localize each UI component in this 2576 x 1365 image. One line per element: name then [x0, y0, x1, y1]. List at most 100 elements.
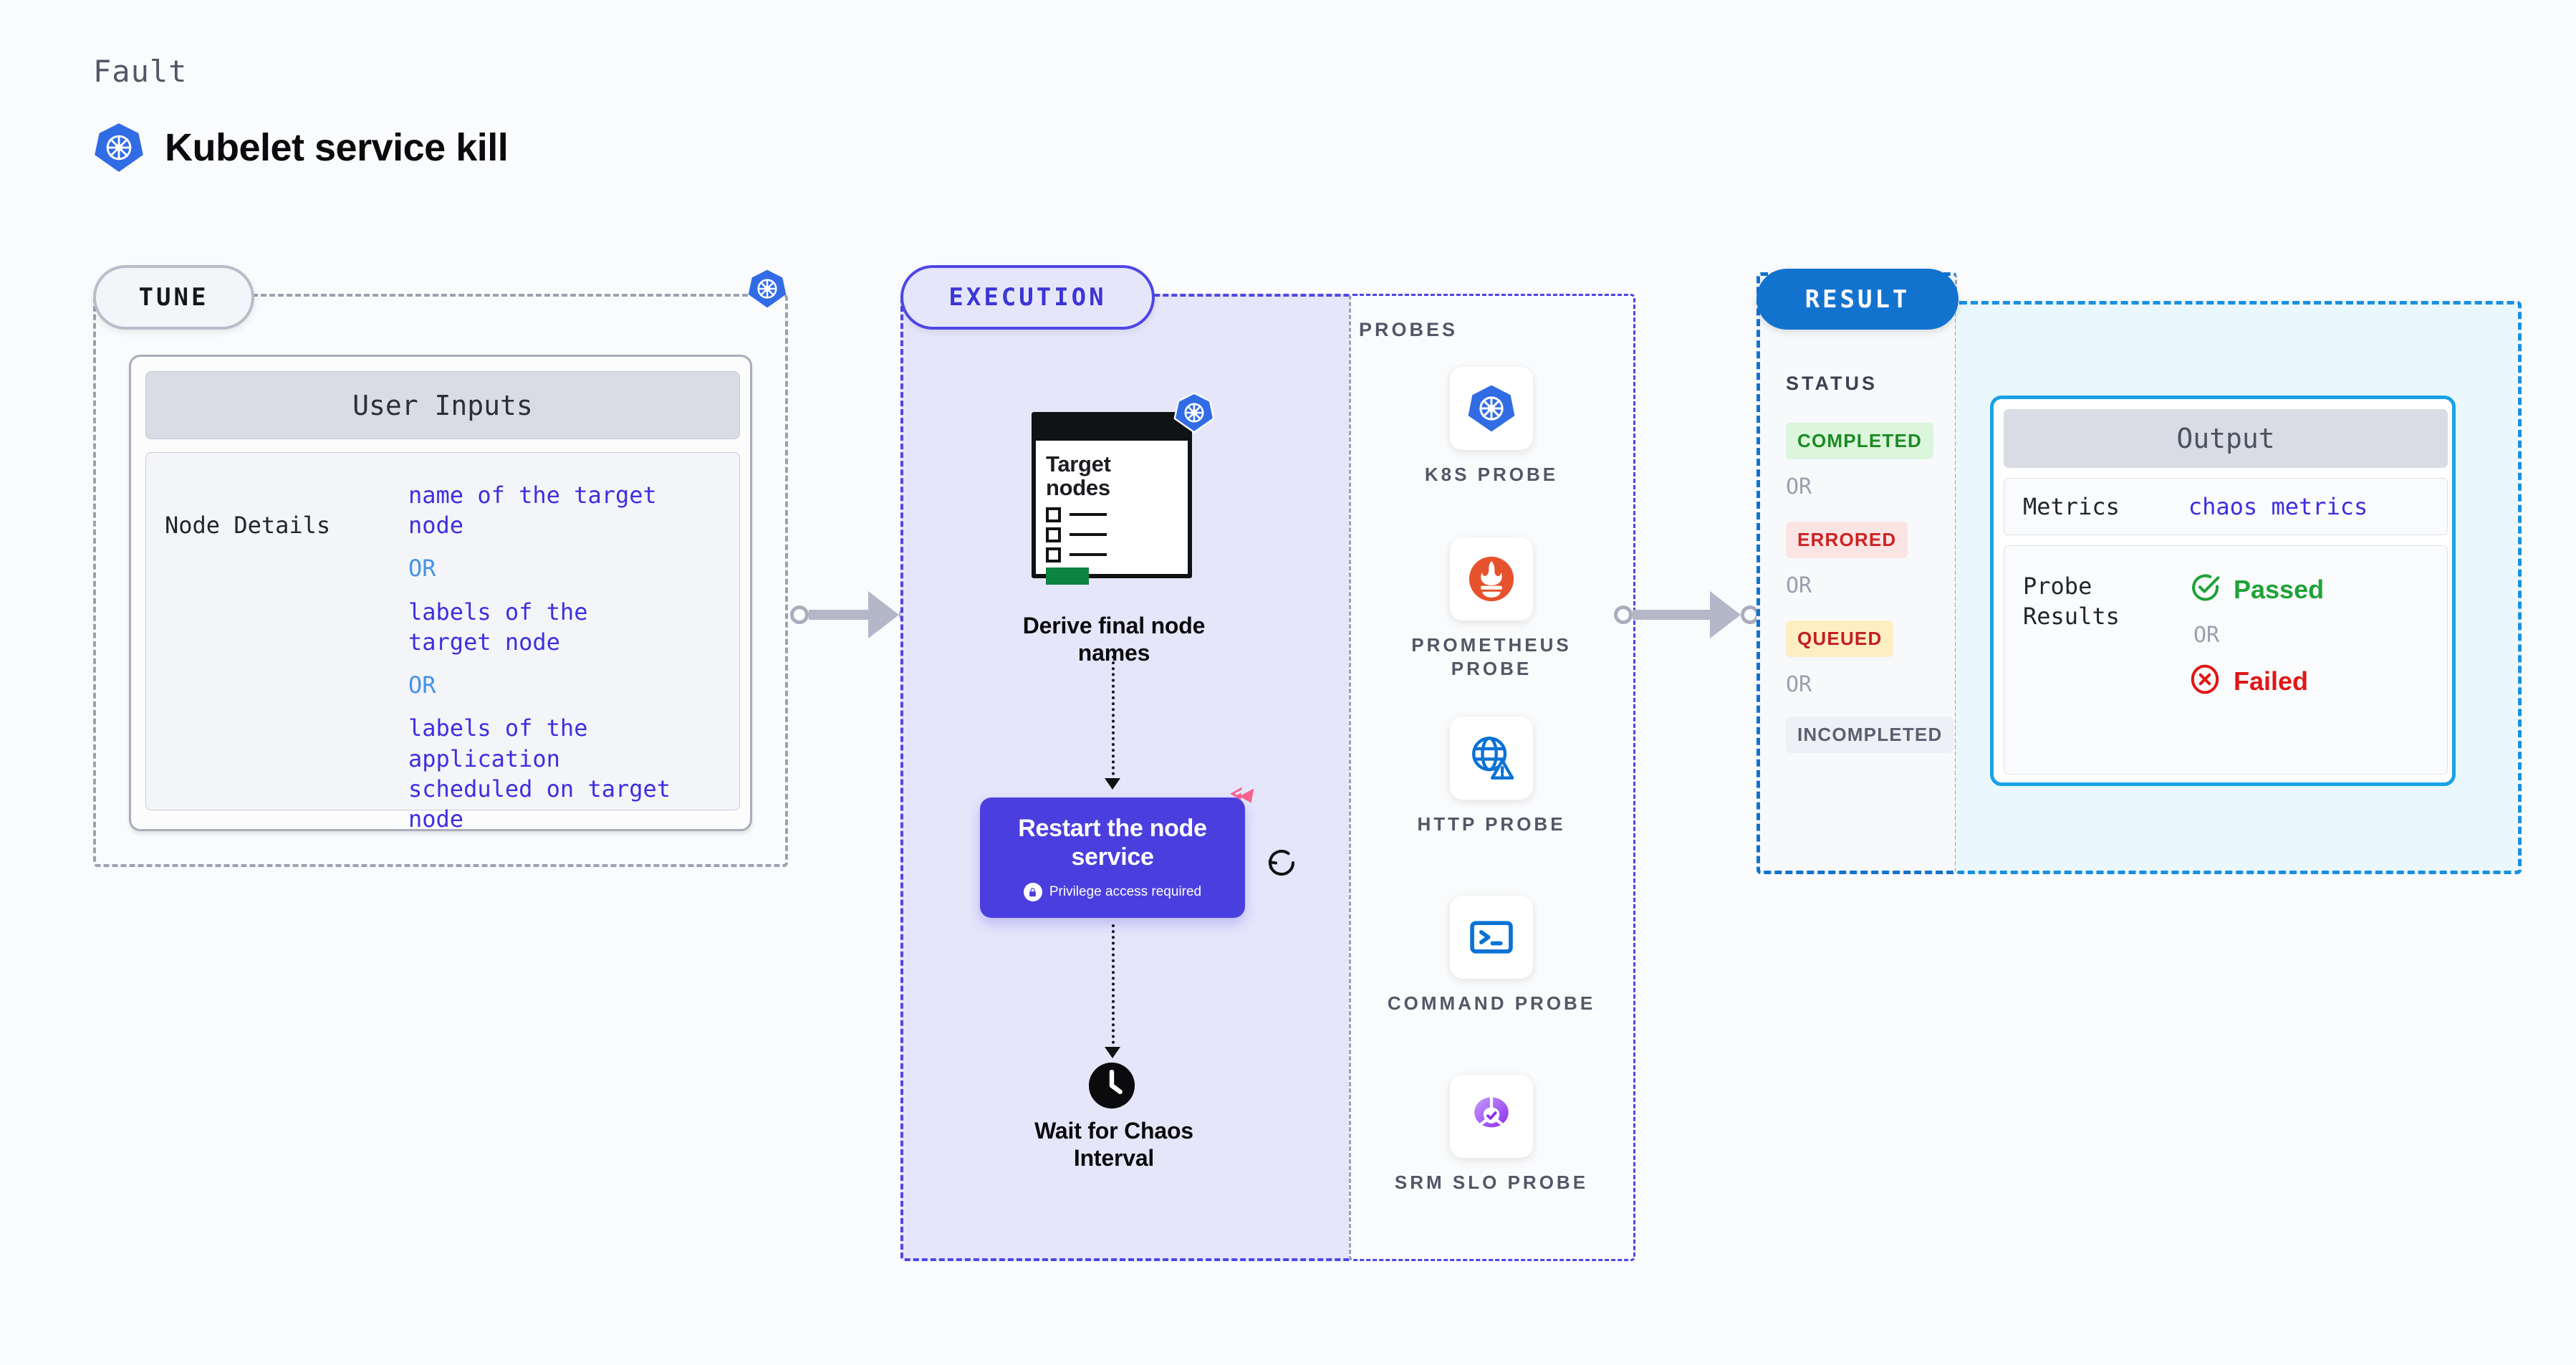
- srm-slo-donut-icon: [1450, 1075, 1533, 1158]
- page-eyebrow: Fault: [93, 54, 188, 89]
- probe-results-row: Probe Results Passed OR: [2004, 545, 2448, 775]
- wait-step-caption: Wait for Chaos Interval: [981, 1118, 1246, 1172]
- probe-results-key: Probe Results: [2023, 572, 2166, 774]
- result-panel: [1756, 272, 1957, 874]
- metrics-key: Metrics: [2023, 493, 2120, 520]
- node-details-value-1: node: [408, 512, 464, 540]
- litmus-chaos-icon: [1225, 783, 1256, 818]
- probe-label: HTTP PROBE: [1417, 813, 1566, 835]
- node-details-value-4: target node: [408, 628, 560, 656]
- page-title: Kubelet service kill: [165, 126, 509, 169]
- user-inputs-title: User Inputs: [145, 371, 740, 439]
- kubernetes-icon: [1450, 367, 1533, 450]
- privilege-note-row: Privilege access required: [1023, 883, 1202, 902]
- probe-k8s[interactable]: K8S PROBE: [1384, 367, 1599, 487]
- status-badge-incompleted: INCOMPLETED: [1786, 717, 1954, 753]
- node-details-or-2: OR: [408, 671, 436, 699]
- connector-end-dot: [1741, 605, 1759, 624]
- status-or-3: OR: [1786, 672, 1812, 697]
- node-details-value-7: scheduled on target node: [408, 775, 671, 833]
- kubernetes-icon: [93, 122, 145, 173]
- placeholder-line: [1070, 533, 1107, 537]
- probe-result-failed: Failed: [2189, 664, 2324, 699]
- connector-start-dot: [1614, 605, 1633, 624]
- wait-caption-line2: Interval: [1073, 1144, 1155, 1171]
- privilege-note-text: Privilege access required: [1049, 884, 1202, 900]
- window-titlebar: [1036, 416, 1188, 441]
- probe-label: PROMETHEUS PROBE: [1411, 634, 1572, 679]
- green-bar-icon: [1046, 567, 1089, 585]
- restart-title-line2: service: [1071, 843, 1154, 871]
- placeholder-line: [1070, 513, 1107, 517]
- tune-pill[interactable]: TUNE: [93, 265, 254, 330]
- connector-line: [809, 610, 870, 620]
- check-circle-icon: [2189, 572, 2221, 607]
- metrics-row: Metrics chaos metrics: [2004, 478, 2448, 535]
- tune-kubernetes-icon: [747, 269, 787, 312]
- target-nodes-list: [1046, 507, 1178, 585]
- node-details-or-1: OR: [408, 555, 436, 583]
- connector-start-dot: [790, 605, 809, 624]
- probes-section-label: PROBES: [1359, 319, 1458, 340]
- connector-line: [1633, 610, 1711, 620]
- target-nodes-window-card: Target nodes: [1032, 392, 1215, 585]
- passed-label: Passed: [2234, 574, 2325, 604]
- status-badge-completed: COMPLETED: [1786, 423, 1934, 459]
- x-circle-icon: [2189, 664, 2221, 699]
- clock-icon: [1087, 1060, 1137, 1114]
- node-details-value-3: labels of the: [408, 598, 588, 626]
- result-pill[interactable]: RESULT: [1756, 269, 1959, 330]
- probe-results-or: OR: [2193, 623, 2220, 648]
- target-nodes-title-line1: Target: [1046, 451, 1111, 476]
- refresh-icon: [1264, 846, 1299, 883]
- page-title-row: Kubelet service kill: [93, 122, 509, 173]
- probe-result-passed: Passed: [2189, 572, 2324, 607]
- flow-connector-2: [1112, 924, 1115, 1050]
- restart-node-service-action[interactable]: Restart the node service Privilege acces…: [980, 787, 1254, 918]
- connector-tune-to-execution: [790, 591, 918, 638]
- flow-arrowhead-2-icon: [1105, 1047, 1120, 1058]
- probe-prometheus[interactable]: PROMETHEUS PROBE: [1384, 537, 1599, 680]
- node-details-value-6: labels of the application: [408, 714, 588, 772]
- output-card: Output Metrics chaos metrics Probe Resul…: [1990, 396, 2456, 786]
- status-badge-errored: ERRORED: [1786, 522, 1908, 558]
- probe-command[interactable]: COMMAND PROBE: [1384, 896, 1599, 1015]
- probe-results-key-line2: Results: [2023, 602, 2120, 630]
- execution-pill[interactable]: EXECUTION: [900, 265, 1155, 330]
- status-or-1: OR: [1786, 474, 1812, 499]
- restart-title-line1: Restart the node: [1018, 814, 1207, 842]
- terminal-icon: [1450, 896, 1533, 979]
- list-item: [1046, 547, 1178, 562]
- probe-results-key-line1: Probe: [2023, 573, 2092, 600]
- node-details-values: name of the target node OR labels of the…: [408, 480, 721, 834]
- checkbox-icon: [1046, 547, 1061, 562]
- http-globe-warning-icon: [1450, 717, 1533, 800]
- lock-icon: [1023, 883, 1042, 902]
- list-item: [1046, 527, 1178, 542]
- connector-arrowhead-icon: [1710, 591, 1741, 638]
- probe-label: SRM SLO PROBE: [1394, 1172, 1589, 1193]
- probe-srm-slo[interactable]: SRM SLO PROBE: [1384, 1075, 1599, 1194]
- failed-label: Failed: [2234, 666, 2309, 696]
- target-nodes-title-line2: nodes: [1046, 475, 1110, 501]
- prometheus-icon: [1450, 537, 1533, 621]
- probe-label: K8S PROBE: [1424, 464, 1559, 485]
- user-inputs-card: User Inputs Node Details name of the tar…: [129, 355, 752, 833]
- node-details-value-0: name of the target: [408, 482, 657, 509]
- status-or-2: OR: [1786, 573, 1812, 598]
- flow-arrowhead-1-icon: [1105, 778, 1120, 790]
- status-section-label: STATUS: [1786, 373, 1878, 394]
- connector-arrowhead-icon: [868, 591, 899, 638]
- probe-http[interactable]: HTTP PROBE: [1384, 717, 1599, 836]
- metrics-value: chaos metrics: [2188, 493, 2368, 520]
- node-details-label: Node Details: [165, 512, 331, 539]
- placeholder-line: [1070, 553, 1107, 557]
- list-item: [1046, 507, 1178, 522]
- node-details-row: Node Details name of the target node OR …: [145, 452, 740, 833]
- checkbox-icon: [1046, 507, 1061, 522]
- probe-results-values: Passed OR Failed: [2166, 572, 2324, 774]
- flow-connector-1: [1112, 656, 1115, 781]
- status-badge-queued: QUEUED: [1786, 621, 1894, 657]
- output-card-title: Output: [2004, 409, 2448, 468]
